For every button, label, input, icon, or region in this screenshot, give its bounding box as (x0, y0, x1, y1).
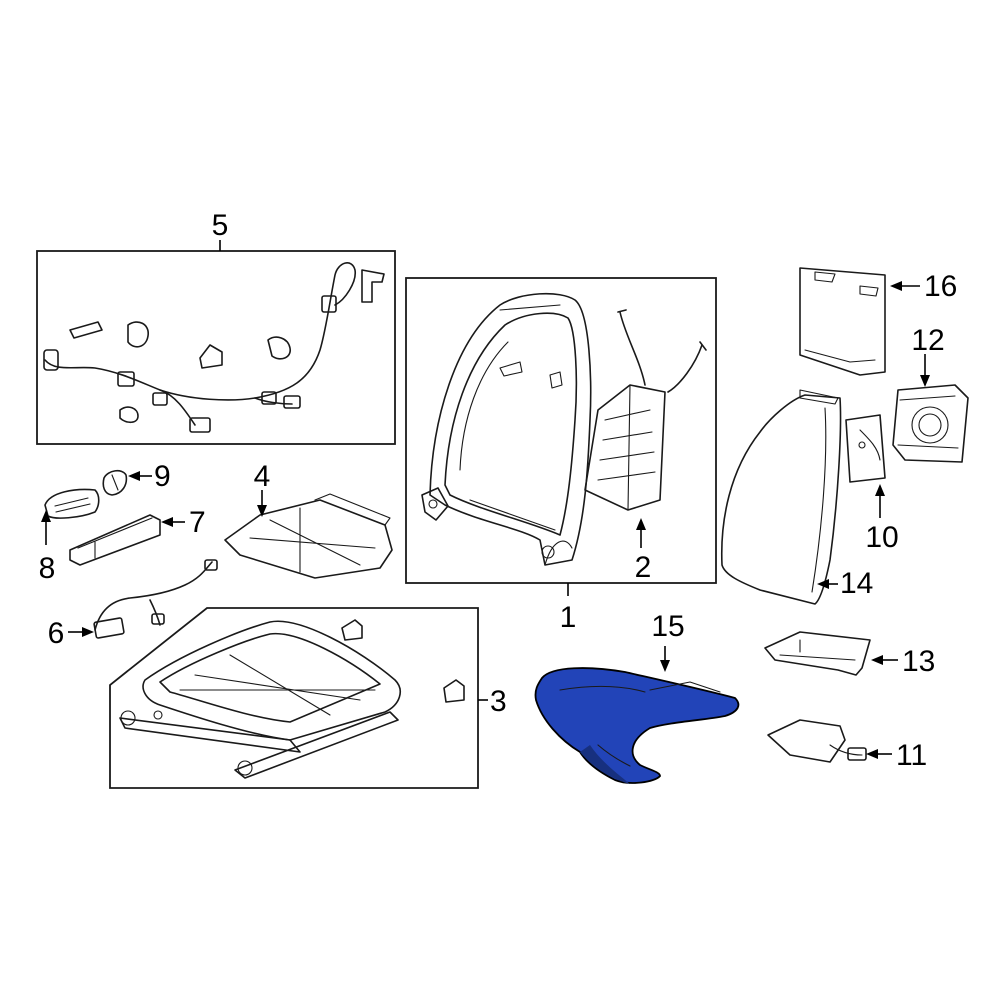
callout-3: 3 (490, 685, 507, 718)
part-16-back-panel[interactable] (799, 267, 886, 376)
part-12-actuator[interactable] (892, 384, 969, 463)
part-2-lumbar-support[interactable] (584, 384, 666, 511)
callout-15: 15 (651, 610, 684, 643)
part-7-switch-unit[interactable] (69, 514, 161, 566)
callout-11: 11 (896, 739, 927, 772)
callout-5: 5 (212, 209, 229, 242)
part-15-cushion-pad[interactable] (534, 667, 740, 784)
part-8-knob-cover[interactable] (44, 488, 100, 519)
part-3-frame (109, 607, 479, 789)
leader-lines (41, 240, 930, 759)
callout-9: 9 (154, 460, 171, 493)
callout-2: 2 (635, 551, 652, 584)
callout-6: 6 (48, 617, 65, 650)
callout-7: 7 (189, 506, 206, 539)
part-1-seat-back-frame-group[interactable] (405, 277, 717, 584)
callout-1: 1 (560, 601, 577, 634)
part-4-seat-pan[interactable] (224, 493, 393, 579)
callout-16: 16 (924, 270, 957, 303)
part-10-control-module[interactable] (845, 414, 886, 483)
part-9-knob[interactable] (102, 469, 128, 496)
part-6-harness[interactable] (93, 559, 218, 639)
part-5-wiring-harness-group[interactable] (36, 250, 396, 445)
clip-a (341, 619, 363, 641)
part-3-seat-cushion-frame-group[interactable] (109, 607, 479, 789)
part-5-frame (36, 250, 396, 445)
callout-12: 12 (911, 324, 944, 357)
callout-13: 13 (902, 645, 935, 678)
part-11-sensor-module[interactable] (767, 719, 867, 763)
part-14-seat-back-cover[interactable] (720, 389, 842, 605)
callout-10: 10 (865, 521, 898, 554)
part-2-wire-right (667, 344, 703, 393)
part-2-wire-left (619, 311, 646, 386)
callout-8: 8 (39, 552, 56, 585)
callout-14: 14 (840, 567, 873, 600)
clip-b (443, 679, 465, 703)
callout-4: 4 (254, 460, 271, 493)
part-13-bracket[interactable] (764, 631, 871, 676)
callout-labels: 5 1 16 12 10 2 4 9 7 8 6 3 15 14 13 11 (39, 209, 958, 772)
part-1-frame (405, 277, 717, 584)
